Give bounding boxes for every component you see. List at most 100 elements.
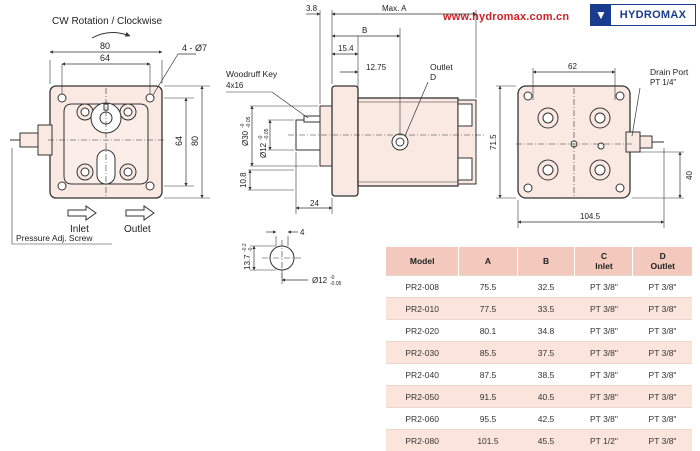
- dim-rear-40: 40: [685, 171, 694, 180]
- tol-dia30-bot: -0.05: [246, 116, 252, 128]
- dim-side-154: 15.4: [338, 44, 354, 53]
- inlet-arrow-icon: [68, 206, 96, 220]
- cell-model: PR2-080: [386, 430, 459, 451]
- cell-model: PR2-060: [386, 408, 459, 430]
- tol-shaft-bot: -0.05: [330, 281, 342, 287]
- dim-side-108: 10.8: [239, 172, 248, 188]
- dim-side-1275: 12.75: [366, 63, 387, 72]
- cell-b: 34.8: [517, 320, 575, 342]
- side-outlet-label: Outlet: [430, 62, 453, 72]
- dim-front-80-top: 80: [100, 41, 110, 51]
- rotation-arrow-icon: [92, 32, 130, 38]
- mount-hole: [146, 94, 154, 102]
- cell-c: PT 3/8": [575, 386, 633, 408]
- side-view: [226, 10, 484, 214]
- cell-d: PT 3/8": [633, 320, 692, 342]
- dim-front-64-top: 64: [100, 53, 110, 63]
- cell-model: PR2-020: [386, 320, 459, 342]
- cell-a: 87.5: [459, 364, 517, 386]
- cell-c: PT 3/8": [575, 364, 633, 386]
- cell-d: PT 3/8": [633, 430, 692, 451]
- cell-b: 37.5: [517, 342, 575, 364]
- cell-d: PT 3/8": [633, 298, 692, 320]
- dim-shaft-137: 13.7: [243, 254, 252, 270]
- cell-b: 40.5: [517, 386, 575, 408]
- tol-dia12-bot: -0.05: [264, 128, 270, 140]
- rotation-label: CW Rotation / Clockwise: [52, 16, 162, 27]
- side-flange: [332, 86, 358, 196]
- drain-port-size: PT 1/4": [650, 78, 676, 87]
- dim-front-holes: 4 - Ø7: [182, 43, 207, 53]
- header-model: Model: [386, 247, 459, 276]
- cell-d: PT 3/8": [633, 364, 692, 386]
- mount-hole: [146, 182, 154, 190]
- dim-side-b: B: [362, 26, 367, 35]
- dim-front-64-right: 64: [174, 136, 184, 146]
- cell-a: 77.5: [459, 298, 517, 320]
- cell-a: 91.5: [459, 386, 517, 408]
- cell-b: 45.5: [517, 430, 575, 451]
- cell-b: 32.5: [517, 276, 575, 298]
- cell-a: 80.1: [459, 320, 517, 342]
- cell-c: PT 3/8": [575, 298, 633, 320]
- header-b: B: [517, 247, 575, 276]
- dim-shaft-dia12: Ø12: [312, 276, 328, 285]
- dim-side-max-a: Max. A: [382, 4, 407, 13]
- cell-c: PT 1/2": [575, 430, 633, 451]
- cell-a: 85.5: [459, 342, 517, 364]
- dim-rear-62: 62: [568, 62, 577, 71]
- cell-d: PT 3/8": [633, 386, 692, 408]
- cell-b: 42.5: [517, 408, 575, 430]
- cell-d: PT 3/8": [633, 276, 692, 298]
- cell-b: 38.5: [517, 364, 575, 386]
- header-a: A: [459, 247, 517, 276]
- cell-model: PR2-008: [386, 276, 459, 298]
- dim-rear-715: 71.5: [489, 134, 498, 150]
- cell-c: PT 3/8": [575, 408, 633, 430]
- cell-a: 101.5: [459, 430, 517, 451]
- cell-model: PR2-010: [386, 298, 459, 320]
- woodruff-key-label: Woodruff Key: [226, 69, 278, 79]
- shaft-detail: [250, 232, 308, 284]
- dim-side-38: 3.8: [306, 4, 318, 13]
- mount-hole: [58, 182, 66, 190]
- cell-c: PT 3/8": [575, 320, 633, 342]
- rear-view: [496, 68, 684, 228]
- woodruff-key-size: 4x16: [226, 81, 244, 90]
- cell-model: PR2-050: [386, 386, 459, 408]
- side-outlet-letter: D: [430, 72, 436, 82]
- cell-model: PR2-030: [386, 342, 459, 364]
- dim-side-dia30: Ø30: [241, 130, 250, 146]
- cell-c: PT 3/8": [575, 342, 633, 364]
- cell-b: 33.5: [517, 298, 575, 320]
- cell-d: PT 3/8": [633, 408, 692, 430]
- cell-model: PR2-040: [386, 364, 459, 386]
- outlet-label: Outlet: [124, 224, 151, 235]
- dim-front-80-right: 80: [190, 136, 200, 146]
- outlet-arrow-icon: [126, 206, 154, 220]
- cell-a: 95.5: [459, 408, 517, 430]
- mount-hole: [58, 94, 66, 102]
- dim-shaft-4: 4: [300, 228, 305, 237]
- drain-port-label: Drain Port: [650, 67, 689, 77]
- adj-screw: [20, 133, 38, 147]
- cell-a: 75.5: [459, 276, 517, 298]
- dim-side-24: 24: [310, 199, 319, 208]
- cell-d: PT 3/8": [633, 342, 692, 364]
- tol-137-bot: -0: [248, 247, 254, 252]
- pressure-screw-label: Pressure Adj. Screw: [16, 233, 93, 243]
- cell-c: PT 3/8": [575, 276, 633, 298]
- dim-rear-1045: 104.5: [580, 212, 601, 221]
